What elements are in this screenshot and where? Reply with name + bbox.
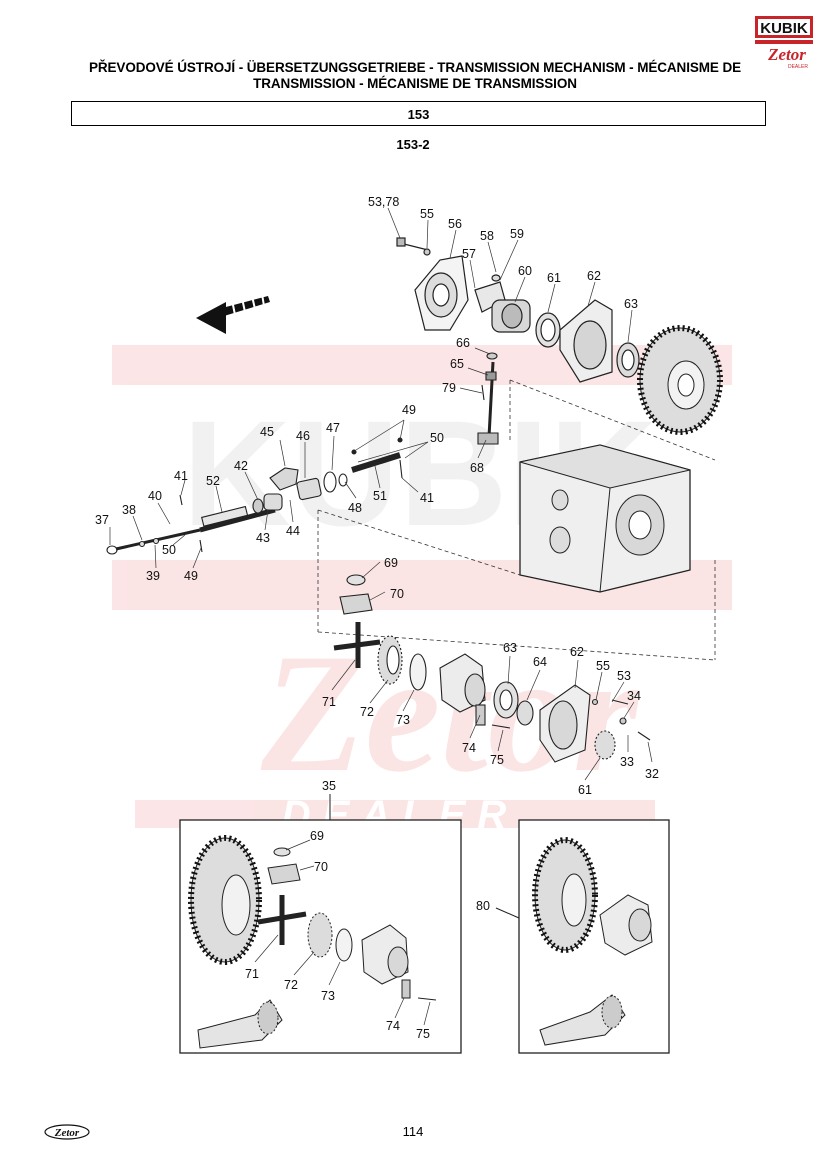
callout-53: 53 bbox=[617, 669, 631, 683]
shift-fork-assembly bbox=[351, 352, 499, 479]
callout-61: 61 bbox=[547, 271, 561, 285]
callout-69-inset: 69 bbox=[310, 829, 324, 843]
callout-70: 70 bbox=[390, 587, 404, 601]
callout-37: 37 bbox=[95, 513, 109, 527]
callout-40: 40 bbox=[148, 489, 162, 503]
logo-dealer-text: DEALER bbox=[788, 64, 808, 70]
group-code-box: 153 bbox=[71, 101, 766, 126]
callout-32: 32 bbox=[645, 767, 659, 781]
callout-61-b: 61 bbox=[578, 783, 592, 797]
selector-rod-assembly bbox=[106, 467, 348, 555]
callout-69: 69 bbox=[384, 556, 398, 570]
callout-43: 43 bbox=[256, 531, 270, 545]
callout-50: 50 bbox=[430, 431, 444, 445]
callout-51: 51 bbox=[373, 489, 387, 503]
callout-46: 46 bbox=[296, 429, 310, 443]
callout-49: 49 bbox=[402, 403, 416, 417]
callout-42: 42 bbox=[234, 459, 248, 473]
callout-45: 45 bbox=[260, 425, 274, 439]
callout-62-b: 62 bbox=[570, 645, 584, 659]
callout-55: 55 bbox=[420, 207, 434, 221]
callout-48: 48 bbox=[348, 501, 362, 515]
callout-70-inset: 70 bbox=[314, 860, 328, 874]
callout-63: 63 bbox=[624, 297, 638, 311]
transmission-housing bbox=[519, 444, 691, 593]
callout-39: 39 bbox=[146, 569, 160, 583]
callout-41-b: 41 bbox=[420, 491, 434, 505]
page-title: PŘEVODOVÉ ÚSTROJÍ - ÜBERSETZUNGSGETRIEBE… bbox=[60, 60, 770, 92]
callout-34: 34 bbox=[627, 689, 641, 703]
callout-62: 62 bbox=[587, 269, 601, 283]
callout-74-inset: 74 bbox=[386, 1019, 400, 1033]
callout-79: 79 bbox=[442, 381, 456, 395]
callout-41: 41 bbox=[174, 469, 188, 483]
crown-gear-upper bbox=[637, 325, 723, 435]
callout-53-78: 53,78 bbox=[368, 195, 399, 209]
callout-50-b: 50 bbox=[162, 543, 176, 557]
callout-66: 66 bbox=[456, 336, 470, 350]
callout-57: 57 bbox=[462, 247, 476, 261]
inset-box-35 bbox=[179, 794, 462, 1054]
direction-arrow-icon bbox=[196, 293, 270, 334]
differential-assembly bbox=[333, 574, 651, 763]
callout-52: 52 bbox=[206, 474, 220, 488]
callout-59: 59 bbox=[510, 227, 524, 241]
callout-56: 56 bbox=[448, 217, 462, 231]
callout-63-b: 63 bbox=[503, 641, 517, 655]
callout-73-inset: 73 bbox=[321, 989, 335, 1003]
callout-44: 44 bbox=[286, 524, 300, 538]
callout-72: 72 bbox=[360, 705, 374, 719]
title-line-1: PŘEVODOVÉ ÚSTROJÍ - ÜBERSETZUNGSGETRIEBE… bbox=[88, 60, 742, 75]
callout-labels: 53,78 55 56 57 58 59 60 61 62 63 66 65 7… bbox=[95, 195, 659, 1041]
callout-73: 73 bbox=[396, 713, 410, 727]
title-line-2: TRANSMISSION - MÉCANISME DE TRANSMISSION bbox=[253, 76, 577, 91]
dashed-assembly-lines bbox=[317, 379, 716, 661]
leader-lines bbox=[109, 207, 653, 1026]
callout-65: 65 bbox=[450, 357, 464, 371]
callout-47: 47 bbox=[326, 421, 340, 435]
watermark: KUBIK Zetor DEALER bbox=[112, 345, 732, 837]
zetor-footer-logo: Zetor bbox=[44, 1124, 90, 1140]
callout-33: 33 bbox=[620, 755, 634, 769]
logo-zetor-text: Zetor bbox=[767, 45, 806, 64]
callout-64: 64 bbox=[533, 655, 547, 669]
callout-49-b: 49 bbox=[184, 569, 198, 583]
callout-58: 58 bbox=[480, 229, 494, 243]
callout-74: 74 bbox=[462, 741, 476, 755]
inset-box-80 bbox=[495, 819, 670, 1054]
callout-71-inset: 71 bbox=[245, 967, 259, 981]
callout-55-b: 55 bbox=[596, 659, 610, 673]
callout-75: 75 bbox=[490, 753, 504, 767]
footer-logo-text: Zetor bbox=[54, 1127, 80, 1139]
callout-75-inset: 75 bbox=[416, 1027, 430, 1041]
figure-code: 153-2 bbox=[396, 137, 430, 152]
callout-60: 60 bbox=[518, 264, 532, 278]
callout-71: 71 bbox=[322, 695, 336, 709]
page-number: 114 bbox=[402, 1124, 424, 1139]
callout-68: 68 bbox=[470, 461, 484, 475]
callout-80: 80 bbox=[476, 899, 490, 913]
logo-kubik-text: KUBIK bbox=[760, 20, 808, 37]
kubik-zetor-dealer-logo: KUBIK Zetor DEALER bbox=[755, 16, 813, 70]
callout-72-inset: 72 bbox=[284, 978, 298, 992]
callout-38: 38 bbox=[122, 503, 136, 517]
upper-housing-assembly bbox=[396, 237, 640, 383]
callout-35: 35 bbox=[322, 779, 336, 793]
